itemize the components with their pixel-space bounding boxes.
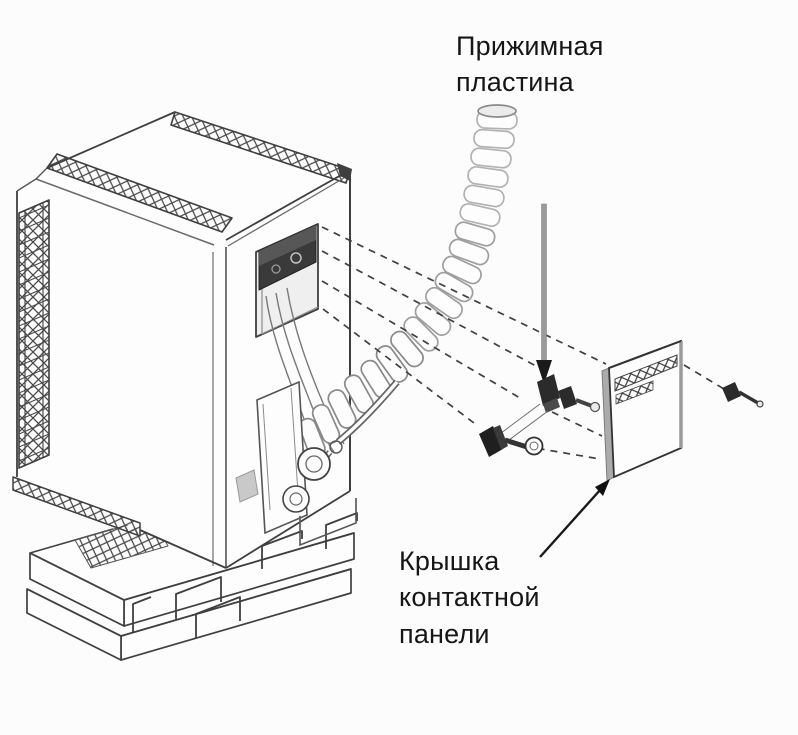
pallet-slot — [195, 596, 241, 638]
terminal-screw — [290, 252, 302, 264]
terminal-panel-cover — [601, 339, 683, 482]
cover-label-arrow — [539, 479, 610, 558]
cover-vent-band — [614, 354, 678, 392]
service-valve — [282, 485, 310, 513]
top-vent-band-front — [46, 153, 233, 233]
cover-vent-band — [615, 380, 654, 405]
pallet-slot — [175, 576, 222, 619]
pressure-plate — [537, 374, 560, 406]
side-grille — [18, 199, 50, 469]
arrowhead-icon — [595, 479, 610, 496]
pressure-plate-assembly — [479, 374, 601, 457]
valve-assembly — [235, 379, 400, 547]
terminal-cover-label: Крышка контактной панели — [399, 546, 540, 649]
pallet-slot — [132, 596, 152, 632]
bottom-vent-band — [12, 476, 141, 537]
valve-bracket — [299, 498, 357, 547]
pressure-plate-leader — [536, 203, 552, 384]
plate-screw-left — [479, 425, 544, 457]
mounting-screw — [722, 382, 764, 408]
pallet-tab — [261, 530, 303, 569]
conduit-opening — [477, 104, 517, 118]
terminal-screw — [271, 264, 281, 274]
top-vent-band-back — [170, 111, 351, 184]
pressure-plate-label: Прижимная пластина — [456, 31, 604, 98]
pallet-tab — [325, 512, 358, 549]
service-valve — [297, 447, 331, 481]
corrugated-conduit — [285, 104, 518, 472]
leader-arrowhead-icon — [536, 360, 552, 384]
terminal-recess — [255, 223, 319, 338]
top-corner — [337, 163, 352, 181]
plate-screw-right — [558, 386, 601, 413]
